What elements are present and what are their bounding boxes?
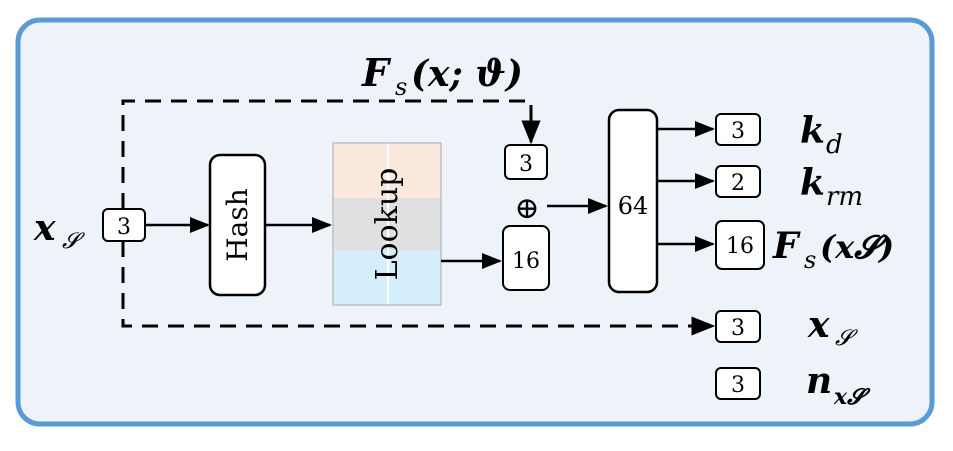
- output-feature: 16 F s (x𝓢): [715, 220, 894, 274]
- output-feature-symbol: F: [772, 225, 801, 267]
- mlp-block: [607, 108, 659, 294]
- mlp-dim: 64: [618, 192, 649, 220]
- output-krm-dim: 2: [731, 171, 745, 196]
- formula-sub: s: [395, 73, 407, 101]
- output-position-box: [715, 310, 761, 343]
- concat-bottom-box: [502, 225, 550, 291]
- formula-args: (x; ϑ): [411, 53, 523, 95]
- lookup-table: Lookup: [332, 142, 442, 306]
- output-position-dim: 3: [731, 316, 745, 341]
- output-feature-dim: 16: [726, 234, 754, 259]
- concat-bottom-dim: 16: [512, 249, 540, 274]
- hash-label: Hash: [221, 188, 254, 262]
- output-position-symbol: x: [807, 304, 830, 346]
- formula-main: F: [361, 50, 392, 95]
- output-normal-symbol: n: [806, 360, 832, 402]
- output-kd-dim: 3: [731, 119, 745, 144]
- oplus-symbol: ⊕: [514, 191, 539, 226]
- output-normal-dim: 3: [731, 373, 745, 398]
- input-symbol: x: [33, 207, 56, 249]
- output-kd: 3 k d: [715, 110, 843, 160]
- output-krm-box: [715, 165, 761, 198]
- output-krm: 2 k rm: [715, 162, 863, 212]
- header-formula: F s (x; ϑ): [361, 50, 523, 101]
- output-feature-box: [715, 220, 765, 270]
- dashed-skip-bottom: [121, 241, 716, 336]
- concat-top-dim: 3: [519, 152, 533, 177]
- input-dim: 3: [117, 215, 131, 240]
- lookup-border: [332, 142, 442, 306]
- concat-top-box: [504, 144, 548, 180]
- output-feature-suffix: (x𝓢): [820, 228, 894, 266]
- output-kd-subscript: d: [826, 130, 843, 160]
- output-normal-box: [715, 367, 761, 400]
- output-feature-subscript: s: [804, 246, 816, 274]
- output-kd-box: [715, 113, 761, 146]
- output-krm-symbol: k: [800, 162, 825, 204]
- output-krm-subscript: rm: [826, 182, 863, 212]
- dashed-skip-top: [121, 99, 541, 209]
- output-kd-symbol: k: [800, 110, 825, 152]
- lookup-label: Lookup: [370, 168, 405, 281]
